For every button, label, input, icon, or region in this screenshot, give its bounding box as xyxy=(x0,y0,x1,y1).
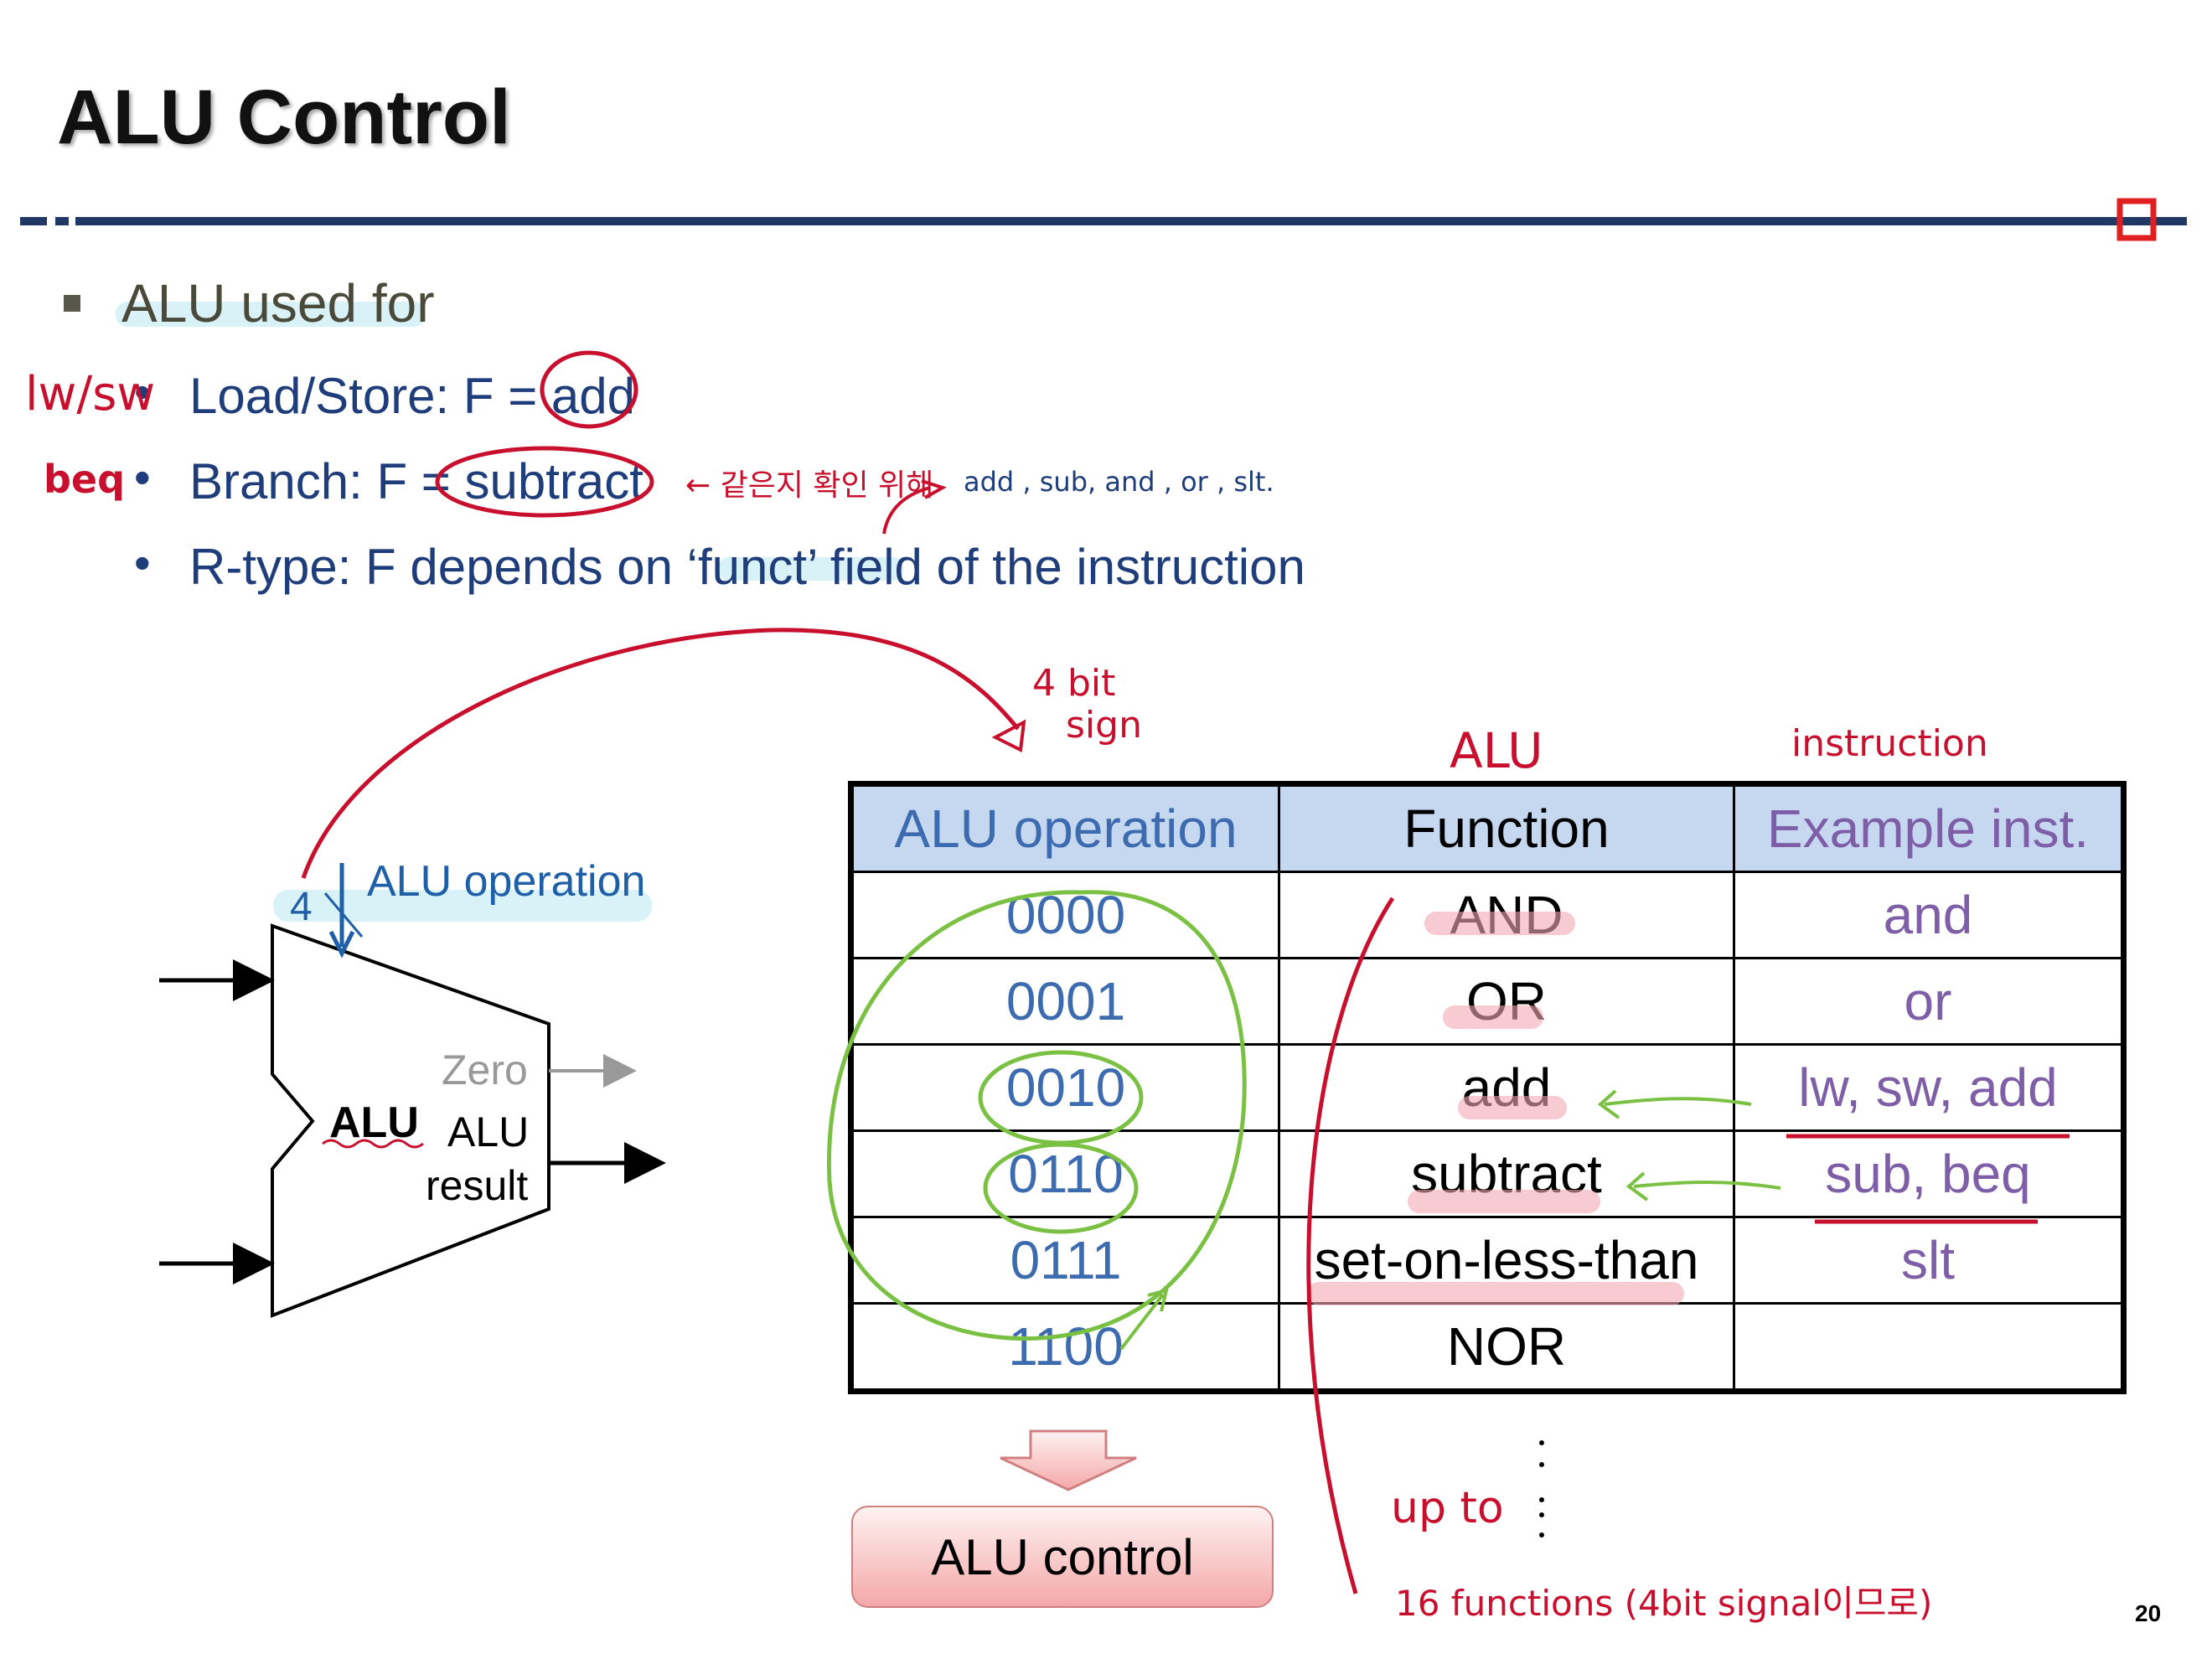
note-alu-col: ALU xyxy=(1450,722,1543,779)
underline-squiggle xyxy=(322,1139,424,1149)
alu-control-label: ALU control xyxy=(931,1528,1194,1585)
note-branch-purpose: ← 같은지 확인 위해 xyxy=(685,468,934,503)
bus-slash xyxy=(323,892,364,938)
bullet-rtype: R-type: F depends on ‘funct’ field of th… xyxy=(189,539,1305,595)
divider-dash xyxy=(55,217,69,225)
cell-example: slt xyxy=(1733,1216,2125,1305)
cell-example: and xyxy=(1733,871,2125,959)
table-row: 0111 set-on-less-than slt xyxy=(850,1216,2125,1305)
bullet-dot: • xyxy=(134,365,151,418)
table-header-row: ALU operation Function Example inst. xyxy=(850,783,2125,873)
alu-control-box: ALU control xyxy=(851,1506,1274,1608)
note-instruction-col: instruction xyxy=(1791,722,1988,765)
table-row: 0001 OR or xyxy=(850,957,2125,1046)
cell-example: lw, sw, add xyxy=(1733,1043,2125,1132)
cell-op: 0010 xyxy=(850,1043,1280,1132)
alu-operation-table: ALU operation Function Example inst. 000… xyxy=(848,781,2127,1394)
table-row: 0010 add lw, sw, add xyxy=(850,1043,2125,1132)
cell-op: 0111 xyxy=(850,1216,1280,1305)
highlight-mark xyxy=(273,890,652,922)
down-arrow xyxy=(1000,1429,1137,1491)
divider-marker xyxy=(2116,198,2157,241)
note-4bit: 4 bit xyxy=(1032,662,1116,705)
note-funct-ops: add , sub, and , or , slt. xyxy=(964,466,1274,498)
note-up-to: up to xyxy=(1391,1483,1504,1533)
zero-label: Zero xyxy=(442,1047,528,1093)
cell-op: 0110 xyxy=(850,1129,1280,1218)
cell-function: NOR xyxy=(1278,1302,1735,1393)
table-row: 0110 subtract sub, beq xyxy=(850,1129,2125,1218)
bullet-dot: • xyxy=(134,536,151,589)
header-alu-operation: ALU operation xyxy=(850,783,1280,873)
page-number: 20 xyxy=(2135,1600,2162,1626)
table-row: 1100 NOR xyxy=(850,1302,2125,1393)
control-arrowhead xyxy=(328,930,355,959)
header-function: Function xyxy=(1278,783,1735,873)
control-label: ALU operation xyxy=(367,857,646,906)
control-width: 4 xyxy=(290,885,313,929)
bullet-dot: • xyxy=(134,451,151,504)
note-sign: sign xyxy=(1066,704,1142,747)
alu-label: ALU xyxy=(329,1098,419,1147)
alu-shape xyxy=(271,923,550,1318)
cell-function: add xyxy=(1278,1043,1735,1132)
note-16-functions: 16 functions (4bit signal이므로) xyxy=(1395,1583,1933,1624)
cell-function: subtract xyxy=(1278,1129,1735,1218)
cell-example: sub, beq xyxy=(1733,1129,2125,1218)
cell-op: 0001 xyxy=(850,957,1280,1046)
highlight-mark xyxy=(719,557,903,581)
cell-example: or xyxy=(1733,957,2125,1046)
bullet-square xyxy=(64,295,80,312)
cell-function: OR xyxy=(1278,957,1735,1046)
note-beq: beq xyxy=(44,457,126,502)
bullet-main: ALU used for xyxy=(121,273,435,333)
cell-op: 0000 xyxy=(850,871,1280,959)
divider-line xyxy=(75,217,2187,225)
cell-function: set-on-less-than xyxy=(1278,1216,1735,1305)
cell-example xyxy=(1733,1302,2125,1393)
highlight-mark xyxy=(116,302,426,327)
cell-op: 1100 xyxy=(850,1302,1280,1393)
header-example-inst: Example inst. xyxy=(1733,783,2125,873)
divider-dash xyxy=(20,217,47,225)
table-row: 0000 AND and xyxy=(850,871,2125,959)
result-label-1: ALU xyxy=(447,1109,530,1155)
note-lw-sw: lw/sw xyxy=(25,367,156,421)
result-label-2: result xyxy=(426,1162,529,1209)
cell-function: AND xyxy=(1278,871,1735,959)
slide-title: ALU Control xyxy=(57,75,511,160)
